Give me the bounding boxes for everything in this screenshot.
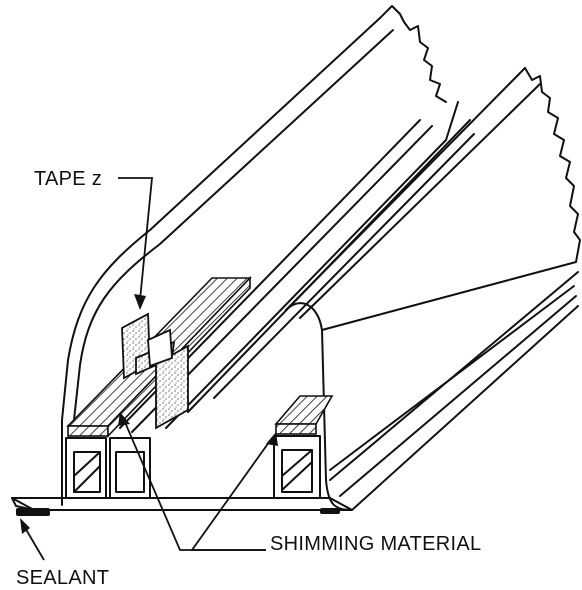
- left-box-section: [65, 437, 151, 499]
- right-channel: [285, 67, 581, 511]
- tape-pieces: [121, 312, 189, 430]
- shimming-material-label: SHIMMING MATERIAL: [270, 533, 482, 555]
- sealant-label: SEALANT: [16, 567, 110, 589]
- left-channel: [61, 5, 475, 506]
- sealant-beads: [16, 508, 340, 516]
- tape-label: TAPE z: [34, 168, 103, 190]
- leader-lines: [23, 177, 273, 561]
- shim-strip-right: [274, 395, 334, 435]
- arrowheads: [20, 294, 278, 534]
- right-box-section: [273, 435, 321, 499]
